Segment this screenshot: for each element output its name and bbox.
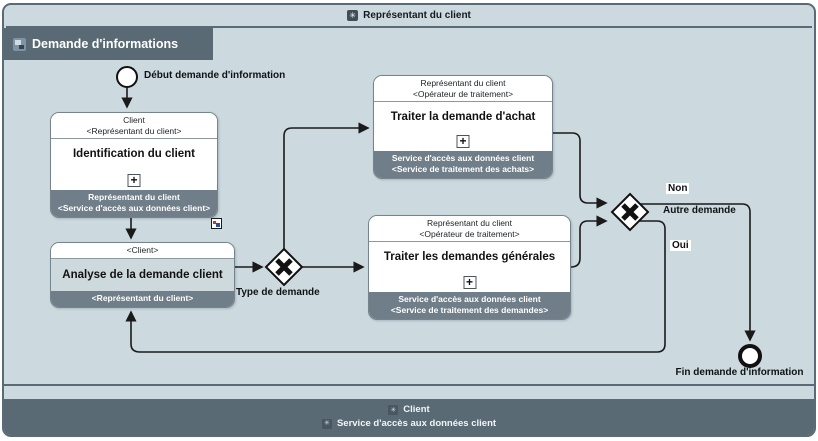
pool-title: Représentant du client <box>363 10 471 21</box>
collapsed-pool-client[interactable]: ✳ Client <box>388 404 430 416</box>
task-service-footer: Service d'accès aux données client <Serv… <box>374 150 552 178</box>
task-body: Traiter la demande d'achat + <box>374 102 552 151</box>
flow-gateway-to-achat[interactable] <box>283 122 370 250</box>
subprocess-plus-icon[interactable]: + <box>463 275 476 289</box>
service-detail-line: <Service d'accès aux données client> <box>57 202 211 213</box>
task-performer-header: Représentant du client <Opérateur de tra… <box>369 216 570 243</box>
flow-generales-to-gateway2[interactable] <box>570 215 608 268</box>
performer-line: Client <box>123 115 145 125</box>
service-detail-line: <Service de traitement des demandes> <box>390 304 549 315</box>
service-line: Service d'accès aux données client <box>398 293 541 304</box>
performer-role-line: <Opérateur de traitement> <box>412 88 514 99</box>
gateway-type-de-demande[interactable] <box>264 247 304 287</box>
task-name: Traiter la demande d'achat <box>390 111 536 124</box>
task-identification-du-client[interactable]: Client <Représentant du client> Identifi… <box>50 112 218 218</box>
collapsed-pools-band[interactable]: ✳ Client ✳ Service d'accès aux données c… <box>4 399 814 435</box>
end-event-label: Fin demande d'information <box>675 367 804 378</box>
collapsed-pool-client-label: Client <box>403 404 430 416</box>
subprocess-plus-icon[interactable]: + <box>127 173 141 187</box>
branch-non-label: Non <box>666 183 690 194</box>
collapsed-pool-service-label: Service d'accès aux données client <box>336 417 497 429</box>
task-name: Identification du client <box>72 148 196 161</box>
participant-gear-icon: ✳ <box>321 418 332 429</box>
start-event[interactable] <box>116 66 138 88</box>
task-service-footer: Représentant du client <Service d'accès … <box>51 189 217 217</box>
task-traiter-demande-achat[interactable]: Représentant du client <Opérateur de tra… <box>373 75 553 179</box>
participant-gear-icon: ✳ <box>347 10 359 21</box>
service-line: Service d'accès aux données client <box>391 152 535 163</box>
task-name: Analyse de la demande client <box>62 268 223 281</box>
flow-oui-loop-to-analyse[interactable] <box>125 220 666 353</box>
refinement-badge-icon[interactable] <box>211 218 222 229</box>
lane-divider <box>4 384 814 386</box>
performer-line: Représentant du client <box>420 78 506 88</box>
collapsed-pool-service-acces[interactable]: ✳ Service d'accès aux données client <box>321 417 497 430</box>
performer-role-line: <Représentant du client> <box>86 125 182 136</box>
gateway-autre-demande[interactable] <box>610 192 650 232</box>
task-performer-header: <Client> <box>51 243 234 259</box>
performer-line: Représentant du client <box>426 218 513 228</box>
diagram-tab[interactable]: Demande d'informations <box>4 28 213 60</box>
flow-achat-to-gateway2[interactable] <box>553 132 608 209</box>
pool-header: ✳ Représentant du client <box>6 5 812 28</box>
task-analyse-demande-client[interactable]: <Client> Analyse de la demande client <R… <box>50 242 235 308</box>
subprocess-plus-icon[interactable]: + <box>456 134 470 148</box>
xor-x-icon <box>621 203 639 221</box>
diagram-title: Demande d'informations <box>32 37 179 51</box>
task-traiter-demandes-generales[interactable]: Représentant du client <Opérateur de tra… <box>368 215 571 320</box>
gateway2-label: Autre demande <box>663 205 736 216</box>
task-name: Traiter les demandes générales <box>383 251 556 264</box>
task-body: Analyse de la demande client <box>51 258 234 291</box>
service-line: <Représentant du client> <box>91 292 194 303</box>
end-event[interactable] <box>738 344 762 368</box>
xor-x-icon <box>275 258 293 276</box>
start-event-label: Début demande d'information <box>144 70 286 81</box>
task-body: Identification du client + <box>51 139 217 190</box>
performer-line: <Client> <box>126 245 159 255</box>
task-service-footer: <Représentant du client> <box>51 290 234 307</box>
task-service-footer: Service d'accès aux données client <Serv… <box>369 291 570 319</box>
service-detail-line: <Service de traitement des achats> <box>391 163 535 174</box>
flow-non-to-end[interactable] <box>639 203 756 342</box>
performer-role-line: <Opérateur de traitement> <box>419 228 520 239</box>
gateway1-label: Type de demande <box>236 287 320 298</box>
branch-oui-label: Oui <box>670 240 691 251</box>
participant-gear-icon: ✳ <box>388 405 399 416</box>
task-body: Traiter les demandes générales + <box>369 242 570 292</box>
task-performer-header: Client <Représentant du client> <box>51 113 217 140</box>
service-line: Représentant du client <box>88 191 180 202</box>
diagram-icon <box>13 37 26 51</box>
task-performer-header: Représentant du client <Opérateur de tra… <box>374 76 552 103</box>
